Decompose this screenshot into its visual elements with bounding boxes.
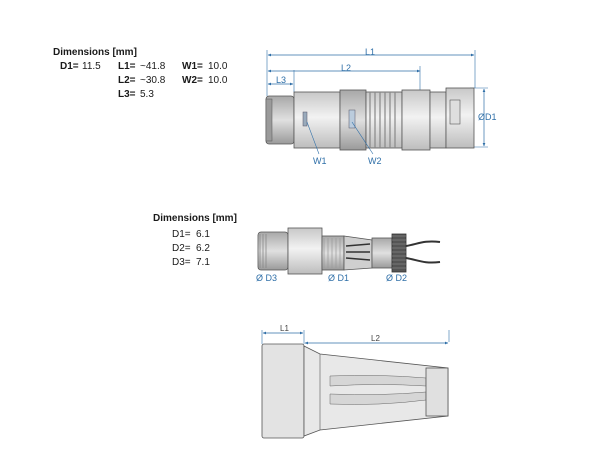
label-d1-2: Ø D1: [328, 273, 350, 283]
dim-key-l1: L1=: [118, 61, 136, 72]
connector-drawing-1: [265, 50, 488, 155]
dim2-key-d1: D1=: [172, 229, 191, 240]
dim2-value-d1: 6.1: [196, 229, 210, 240]
dim2-key-d3: D3=: [172, 257, 191, 268]
dim-value-l2: ~30.8: [140, 75, 166, 86]
label-l2: L2: [341, 63, 352, 73]
label-boot-l2: L2: [371, 334, 380, 343]
label-d2: Ø D2: [386, 273, 408, 283]
label-boot-l1: L1: [280, 324, 289, 333]
label-w2: W2: [368, 156, 382, 166]
dim-value-l3: 5.3: [140, 89, 154, 100]
dim2-key-d2: D2=: [172, 243, 191, 254]
dim2-value-d3: 7.1: [196, 257, 210, 268]
dim-value-w2: 10.0: [208, 75, 228, 86]
dim-key-l2: L2=: [118, 75, 136, 86]
dim-key-w1: W1=: [182, 61, 203, 72]
boot-drawing-3: [261, 330, 450, 439]
section1-heading: Dimensions [mm]: [53, 47, 137, 58]
dim-value-w1: 10.0: [208, 61, 228, 72]
section2-heading: Dimensions [mm]: [153, 213, 237, 224]
dim2-value-d2: 6.2: [196, 243, 210, 254]
dim-key-d1: D1=: [60, 61, 79, 72]
dim-value-d1: 11.5: [82, 61, 101, 72]
label-w1: W1: [313, 156, 327, 166]
connector-drawing-2: [257, 227, 441, 275]
label-l1: L1: [365, 47, 376, 57]
label-l3: L3: [276, 75, 287, 85]
label-d1: ØD1: [478, 112, 497, 122]
dim-value-l1: ~41.8: [140, 61, 166, 72]
dim-key-l3: L3=: [118, 89, 136, 100]
label-d3: Ø D3: [256, 273, 278, 283]
dim-key-w2: W2=: [182, 75, 203, 86]
